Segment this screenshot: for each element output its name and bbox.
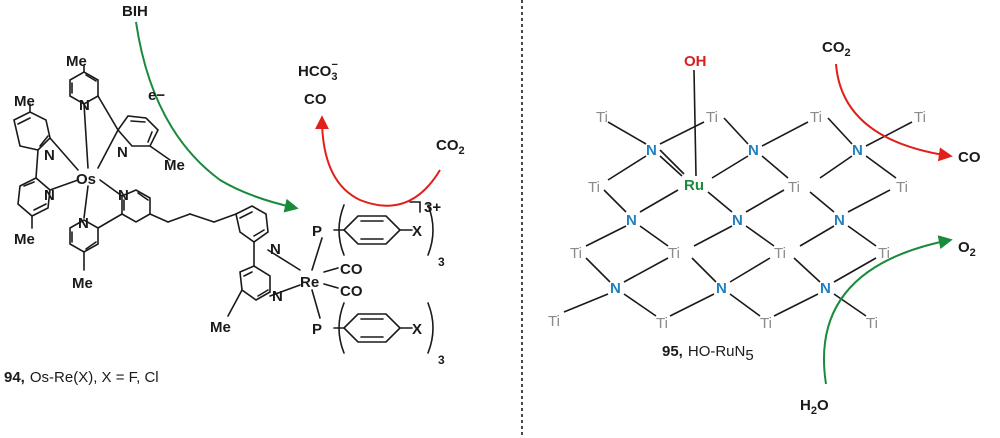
methyl-label: Me <box>164 157 185 174</box>
bipyridine-re <box>227 205 271 317</box>
ti-atom: Ti <box>866 315 878 332</box>
methyl-label: Me <box>66 53 87 70</box>
bipyridine-left <box>13 103 51 229</box>
carbonyl-label: CO <box>340 283 363 300</box>
electron-transfer-arrow <box>135 21 299 213</box>
co2-to-co-arrow <box>835 63 953 162</box>
co2-reactant-label: CO2 <box>436 137 465 157</box>
aryl-upper <box>333 204 434 256</box>
pyridine-nitrogen: N <box>118 187 129 204</box>
ti-atom: Ti <box>760 315 772 332</box>
pyridine-nitrogen: N <box>78 215 89 232</box>
hydroxyl-label: OH <box>684 53 707 70</box>
ti-atom: Ti <box>810 109 822 126</box>
pyridine-nitrogen: N <box>117 144 128 161</box>
electron-label: e− <box>148 87 165 104</box>
n-atom: N <box>732 212 743 229</box>
caption-94: 94,Os-Re(X), X = F, Cl <box>4 369 159 386</box>
methyl-label: Me <box>72 275 93 292</box>
n-atom: N <box>834 212 845 229</box>
n-atom: N <box>748 142 759 159</box>
pyridine-nitrogen: N <box>44 147 55 164</box>
n-atom: N <box>626 212 637 229</box>
ti-atom: Ti <box>896 179 908 196</box>
bipyridine-lower <box>69 189 169 271</box>
n-atom: N <box>610 280 621 297</box>
co-product-label: CO <box>304 91 327 108</box>
pyridine-nitrogen: N <box>272 288 283 305</box>
pyridine-nitrogen: N <box>79 97 90 114</box>
aryl-lower <box>333 302 434 354</box>
methyl-label: Me <box>14 231 35 248</box>
methyl-label: Me <box>14 93 35 110</box>
ti-atom: Ti <box>706 109 718 126</box>
methyl-label: Me <box>210 319 231 336</box>
subscript-3: 3 <box>438 255 445 269</box>
ti-atom: Ti <box>596 109 608 126</box>
os-re-complex-94: Me Me Me Me Me Me N N N N N N N N Os Re … <box>13 53 445 367</box>
ti-atom: Ti <box>914 109 926 126</box>
ti-n-lattice: Ti Ti Ti Ti Ti Ti Ti Ti Ti Ti Ti Ti Ti T… <box>548 53 926 332</box>
osmium-label: Os <box>76 171 96 188</box>
halide-label: X <box>412 223 422 240</box>
co2-reduction-arrow <box>315 115 441 207</box>
bicarbonate-label: HCO3− <box>298 59 338 83</box>
ti-atom: Ti <box>656 315 668 332</box>
ti-atom: Ti <box>878 245 890 262</box>
charge-label: 3+ <box>424 199 441 216</box>
co-product-label: CO <box>958 149 981 166</box>
water-oxidation-arrow <box>823 235 953 385</box>
n-atom: N <box>852 142 863 159</box>
caption-95: 95,HO-RuN5 <box>662 343 754 364</box>
phosphorus-label: P <box>312 223 322 240</box>
pyridine-nitrogen: N <box>44 187 55 204</box>
ti-atom: Ti <box>548 313 560 330</box>
n-atom: N <box>646 142 657 159</box>
ti-atom: Ti <box>774 245 786 262</box>
n-atom: N <box>820 280 831 297</box>
subscript-3: 3 <box>438 353 445 367</box>
phosphorus-label: P <box>312 321 322 338</box>
halide-label: X <box>412 321 422 338</box>
bipyridine-upper <box>69 64 171 161</box>
ti-atom: Ti <box>588 179 600 196</box>
pyridine-nitrogen: N <box>270 241 281 258</box>
ti-atom: Ti <box>570 245 582 262</box>
water-reactant-label: H2O <box>800 397 829 417</box>
o2-product-label: O2 <box>958 239 976 259</box>
ti-atom: Ti <box>668 245 680 262</box>
co2-reactant-label: CO2 <box>822 39 851 59</box>
n-atom: N <box>716 280 727 297</box>
ti-atom: Ti <box>788 179 800 196</box>
donor-label: BIH <box>122 3 148 20</box>
rhenium-label: Re <box>300 274 319 291</box>
ruthenium-label: Ru <box>684 177 704 194</box>
carbonyl-label: CO <box>340 261 363 278</box>
